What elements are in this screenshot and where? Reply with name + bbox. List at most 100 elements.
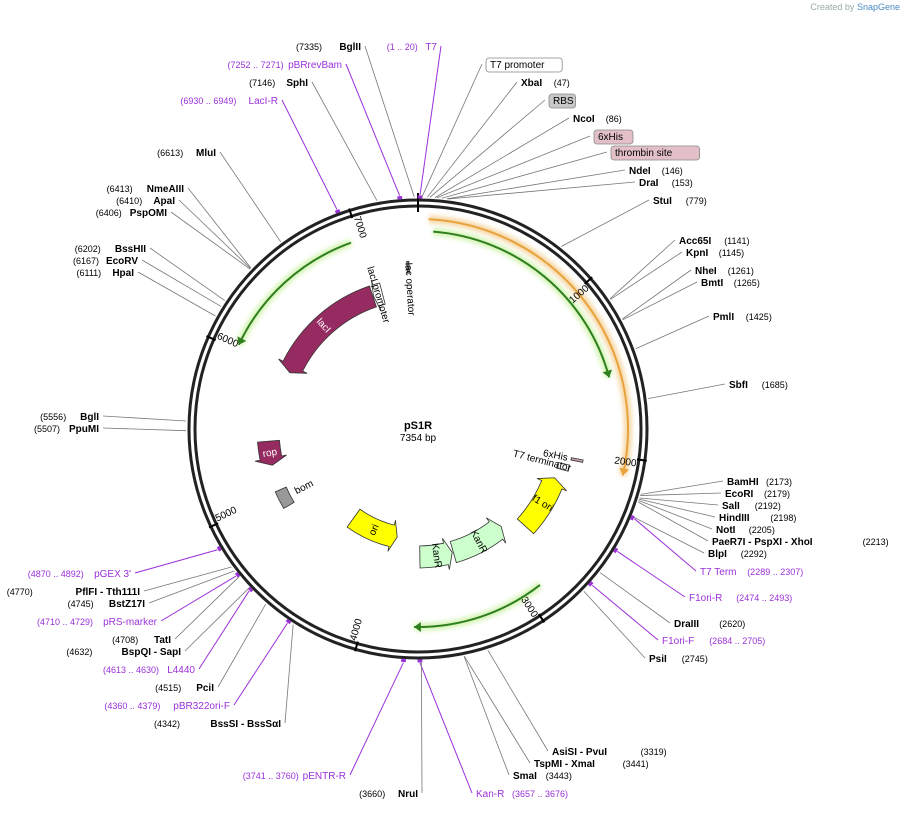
site-leader-line bbox=[647, 383, 726, 400]
site-position: (2198) bbox=[770, 513, 796, 523]
site-leader-line bbox=[174, 576, 240, 640]
enzyme-site-sali: SalI (2192) bbox=[639, 497, 781, 512]
site-leader-line bbox=[219, 151, 282, 243]
orf-arc bbox=[235, 238, 353, 347]
orf-arrowhead bbox=[602, 369, 613, 378]
site-leader-line bbox=[149, 247, 226, 301]
feature-ori: ori bbox=[346, 508, 398, 552]
site-name: PflFI - Tth111I bbox=[76, 587, 141, 598]
site-name: T7 Term bbox=[700, 567, 737, 578]
tick-label: 7000 bbox=[351, 215, 368, 240]
callout-text: T7 promoter bbox=[490, 60, 545, 71]
site-name: StuI bbox=[653, 196, 672, 207]
site-name: NmeAIII bbox=[147, 184, 184, 195]
site-leader-line bbox=[184, 587, 250, 652]
site-position: (2192) bbox=[755, 501, 781, 511]
site-name: SmaI bbox=[513, 771, 537, 782]
site-position: (3441) bbox=[623, 759, 649, 769]
site-position: (2292) bbox=[741, 549, 767, 559]
site-leader-line bbox=[187, 187, 252, 269]
callout-box bbox=[593, 129, 634, 145]
site-position: (4770) bbox=[7, 587, 33, 597]
tick-label: 6000 bbox=[215, 331, 240, 350]
site-name: Kan-R bbox=[476, 789, 504, 800]
callout-text: RBS bbox=[553, 96, 574, 107]
site-leader-line bbox=[345, 63, 401, 196]
primer-site-pbrrevbam: pBRrevBam(7252 .. 7271) bbox=[228, 60, 403, 200]
enzyme-site-drai: DraI (153) bbox=[448, 178, 693, 200]
primer-site-kan-r: Kan-R(3657 .. 3676) bbox=[417, 659, 568, 800]
site-name: DraI bbox=[639, 178, 659, 189]
site-name: SalI bbox=[722, 501, 740, 512]
site-position: (6202) bbox=[75, 244, 101, 254]
site-position: (2213) bbox=[863, 537, 889, 547]
callout-text: 6xHis bbox=[598, 132, 623, 143]
feature-kanr: KanR bbox=[449, 517, 507, 564]
site-name: PsiI bbox=[649, 654, 667, 665]
enzyme-site-bgli: BglI(5556) bbox=[40, 412, 187, 423]
site-name: L4440 bbox=[167, 665, 195, 676]
site-name: PspOMI bbox=[130, 208, 167, 219]
orf-line bbox=[433, 230, 611, 378]
site-leader-line bbox=[419, 662, 473, 794]
site-name: BstZ17I bbox=[109, 599, 145, 610]
site-leader-line bbox=[583, 590, 646, 659]
site-position: (1 .. 20) bbox=[387, 42, 418, 52]
site-position: (3741 .. 3760) bbox=[243, 771, 299, 781]
site-position: (4708) bbox=[112, 635, 138, 645]
feature-label: ori bbox=[367, 523, 382, 538]
primer-site-f1ori-r: F1ori-R(2474 .. 2493) bbox=[613, 547, 792, 604]
callout-text: thrombin site bbox=[615, 148, 673, 159]
site-name: F1ori-F bbox=[662, 636, 694, 647]
enzyme-site-sphi: SphI(7146) bbox=[249, 78, 378, 201]
site-position: (4745) bbox=[68, 599, 94, 609]
site-leader-line bbox=[638, 501, 709, 542]
enzyme-site-pmli: PmlI(1425) bbox=[635, 312, 772, 350]
site-name: BssHII bbox=[115, 244, 146, 255]
site-name: BamHI bbox=[727, 477, 759, 488]
site-leader-line bbox=[419, 45, 442, 196]
site-position: (2620) bbox=[719, 619, 745, 629]
site-leader-line bbox=[591, 584, 659, 641]
enzyme-site-sbfi: SbfI(1685) bbox=[647, 380, 788, 400]
primer-site-prs-marker: pRS-marker(4710 .. 4729) bbox=[37, 572, 241, 628]
orf-line bbox=[237, 241, 352, 346]
site-position: (4613 .. 4630) bbox=[103, 665, 159, 675]
site-leader-line bbox=[141, 259, 222, 307]
enzyme-site-asisi-pvui: AsiSI - PvuI(3319) bbox=[487, 650, 667, 758]
site-position: (6167) bbox=[73, 256, 99, 266]
site-leader-line bbox=[436, 135, 591, 199]
orf-arc bbox=[414, 581, 543, 632]
site-leader-line bbox=[349, 662, 404, 776]
site-name: DraIII bbox=[674, 619, 699, 630]
enzyme-site-bglii: BglII(7335) bbox=[296, 42, 415, 198]
primer-site-t7: T7(1 .. 20) bbox=[387, 42, 442, 199]
enzyme-site-apai: ApaI(6410) bbox=[116, 196, 251, 269]
site-position: (3660) bbox=[359, 789, 385, 799]
site-name: PciI bbox=[196, 683, 214, 694]
enzyme-site-ncoi: NcoI (86) bbox=[434, 114, 622, 198]
site-position: (86) bbox=[606, 114, 622, 124]
feature-arrow bbox=[346, 508, 398, 552]
enzyme-site-xbai: XbaI(47) bbox=[426, 78, 570, 198]
site-name: XbaI bbox=[521, 78, 542, 89]
site-name: NcoI bbox=[573, 114, 595, 125]
snapgene-credit: Created by SnapGene bbox=[810, 2, 900, 12]
site-position: (1141) bbox=[724, 236, 749, 246]
site-position: (2205) bbox=[749, 525, 775, 535]
feature-label: 6xHis bbox=[542, 448, 569, 464]
feature-arrow bbox=[516, 477, 567, 535]
site-position: (153) bbox=[672, 178, 693, 188]
site-leader-line bbox=[610, 251, 683, 300]
site-position: (6930 .. 6949) bbox=[180, 96, 236, 106]
site-name: KpnI bbox=[686, 248, 708, 259]
site-position: (6111) bbox=[77, 268, 102, 278]
orf-layer bbox=[235, 215, 632, 632]
site-position: (4710 .. 4729) bbox=[37, 617, 93, 627]
site-position: (2474 .. 2493) bbox=[736, 593, 792, 603]
feature-callout-6xhis: 6xHis bbox=[436, 129, 634, 199]
orf-arrowhead bbox=[237, 336, 247, 345]
enzyme-site-hpai: HpaI(6111) bbox=[77, 268, 216, 317]
site-position: (1685) bbox=[762, 380, 788, 390]
site-name: NheI bbox=[695, 266, 717, 277]
